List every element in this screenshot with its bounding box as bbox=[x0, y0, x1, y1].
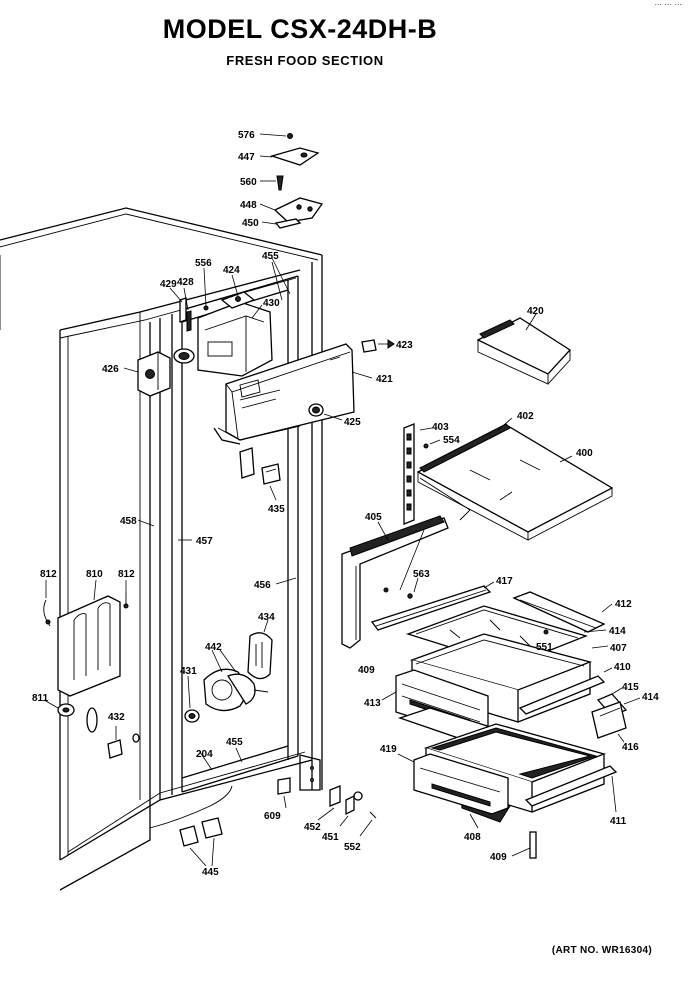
part-number: 429 bbox=[160, 279, 177, 290]
top-hinge-assembly bbox=[259, 133, 324, 229]
part-number: 421 bbox=[376, 374, 393, 385]
gasket-leaders bbox=[137, 257, 297, 585]
part-number: 423 bbox=[396, 340, 413, 351]
part-number: 554 bbox=[443, 435, 460, 446]
part-number: 552 bbox=[344, 842, 361, 853]
part-number: 411 bbox=[610, 816, 627, 827]
part-number: 810 bbox=[86, 569, 103, 580]
damper-part-434 bbox=[247, 619, 273, 680]
part-number: 812 bbox=[40, 569, 57, 580]
part-number: 445 bbox=[202, 867, 219, 878]
bracket-part-405 bbox=[341, 515, 449, 649]
light-bulb-part bbox=[361, 339, 395, 353]
part-number: 417 bbox=[496, 576, 513, 587]
part-number: 204 bbox=[196, 749, 213, 760]
part-number: 409 bbox=[358, 665, 375, 676]
part-number: 435 bbox=[268, 504, 285, 515]
part-number: 812 bbox=[118, 569, 135, 580]
part-number: 458 bbox=[120, 516, 137, 527]
part-number: 407 bbox=[610, 643, 627, 654]
part-number: 448 bbox=[240, 200, 257, 211]
part-number: 432 bbox=[108, 712, 125, 723]
part-number: 414 bbox=[609, 626, 626, 637]
small-parts-609-452-451-552 bbox=[277, 777, 377, 837]
part-number: 408 bbox=[464, 832, 481, 843]
part-number: 451 bbox=[322, 832, 339, 843]
part-number: 455 bbox=[226, 737, 243, 748]
part-number: 430 bbox=[263, 298, 280, 309]
rail-part-410 bbox=[518, 667, 613, 715]
control-housing bbox=[123, 261, 283, 397]
part-number: 455 bbox=[262, 251, 279, 262]
part-number: 400 bbox=[576, 448, 593, 459]
part-number: 402 bbox=[517, 411, 534, 422]
part-number: 456 bbox=[254, 580, 271, 591]
part-number: 556 bbox=[195, 258, 212, 269]
part-number: 403 bbox=[432, 422, 449, 433]
clip-part-409-lower bbox=[511, 831, 537, 859]
shelf-part-420 bbox=[476, 313, 572, 385]
part-number: 410 bbox=[614, 662, 631, 673]
small-parts-811-432 bbox=[43, 699, 140, 759]
section-subtitle: FRESH FOOD SECTION bbox=[226, 53, 384, 68]
top-reference-text: ... ... ... bbox=[654, 0, 682, 7]
part-number: 450 bbox=[242, 218, 259, 229]
part-number: 442 bbox=[205, 642, 222, 653]
part-number: 425 bbox=[344, 417, 361, 428]
fan-assembly-442 bbox=[184, 649, 269, 723]
bottom-cable-445 bbox=[149, 747, 243, 867]
slide-parts-415-416 bbox=[591, 687, 641, 743]
crisper-front-419 bbox=[397, 753, 509, 815]
part-number: 409 bbox=[490, 852, 507, 863]
part-number: 414 bbox=[642, 692, 659, 703]
part-number-labels: 576 447 560 448 450 429 428 556 424 455 … bbox=[32, 130, 659, 878]
rail-part-417 bbox=[370, 581, 495, 631]
part-number: 431 bbox=[180, 666, 197, 677]
part-number: 415 bbox=[622, 682, 639, 693]
model-title: MODEL CSX-24DH-B bbox=[162, 14, 438, 44]
cabinet-liner bbox=[0, 207, 323, 891]
part-number: 563 bbox=[413, 569, 430, 580]
part-number: 419 bbox=[380, 744, 397, 755]
shelf-rail-and-glass-shelf bbox=[403, 417, 614, 541]
art-number: (ART NO. WR16304) bbox=[551, 945, 652, 956]
part-number: 424 bbox=[223, 265, 240, 276]
part-number: 426 bbox=[102, 364, 119, 375]
control-panel-cover bbox=[213, 343, 373, 445]
part-number: 811 bbox=[32, 693, 49, 704]
part-number: 420 bbox=[527, 306, 544, 317]
part-number: 428 bbox=[177, 277, 194, 288]
part-number: 560 bbox=[240, 177, 257, 188]
rail-part-411 bbox=[524, 765, 618, 813]
clip-part-435 bbox=[239, 447, 281, 501]
part-number: 609 bbox=[264, 811, 281, 822]
part-number: 452 bbox=[304, 822, 321, 833]
heater-assembly-810 bbox=[43, 579, 129, 697]
part-number: 576 bbox=[238, 130, 255, 141]
part-number: 416 bbox=[622, 742, 639, 753]
part-number: 405 bbox=[365, 512, 382, 523]
part-number: 434 bbox=[258, 612, 275, 623]
part-number: 412 bbox=[615, 599, 632, 610]
part-number: 447 bbox=[238, 152, 255, 163]
part-number: 551 bbox=[536, 642, 553, 653]
part-number: 457 bbox=[196, 536, 213, 547]
rail-part-412 bbox=[512, 591, 613, 633]
part-number: 413 bbox=[364, 698, 381, 709]
